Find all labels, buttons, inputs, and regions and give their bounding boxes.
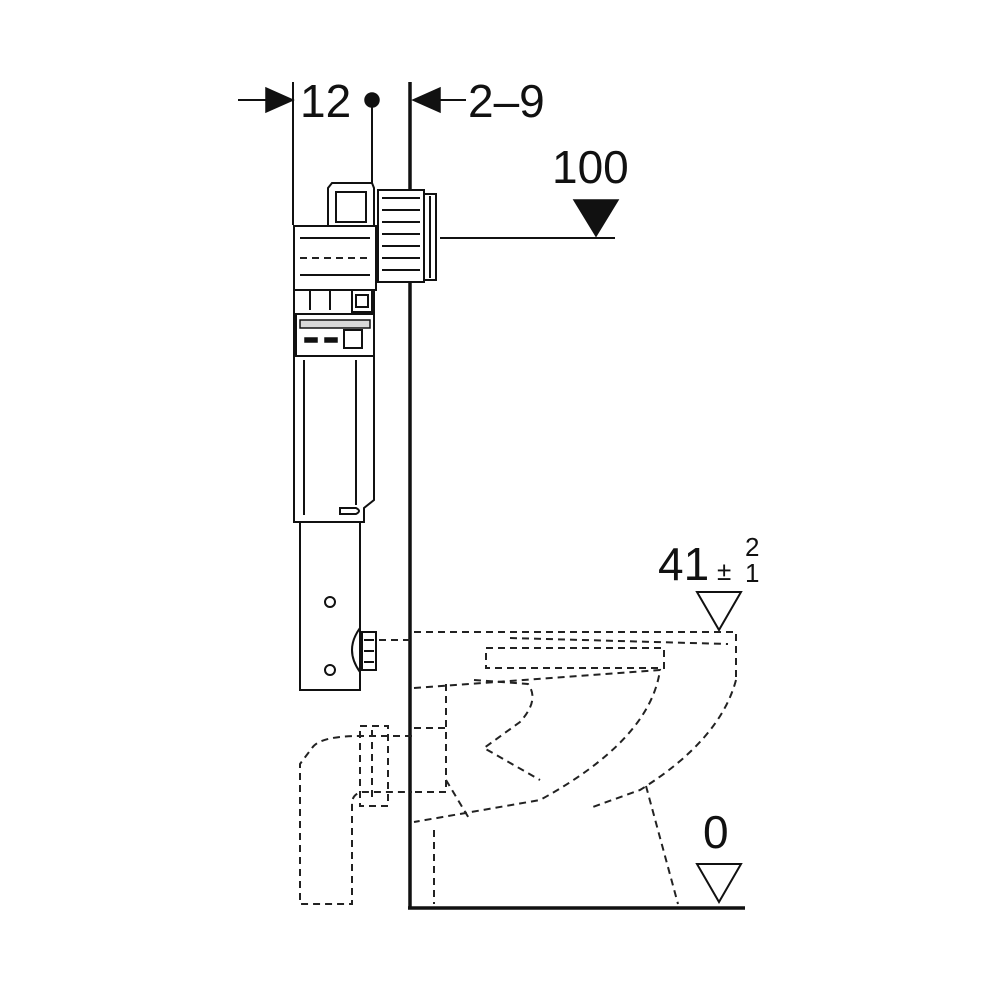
level-triangle-open xyxy=(695,863,743,904)
fixing-hole xyxy=(324,664,336,676)
flush-elbow xyxy=(351,624,361,676)
drain-bend xyxy=(299,735,412,905)
bowl-flush-channel xyxy=(485,647,665,669)
level-triangle-open xyxy=(695,591,743,632)
flush-valve-level-marker: 100 xyxy=(440,141,629,239)
bowl-rim-tolerance-lower: 1 xyxy=(745,558,759,588)
tank-foot-detail xyxy=(339,507,360,515)
bowl-front-contour xyxy=(589,679,737,809)
drain-coupling xyxy=(359,725,389,807)
bracket-slot xyxy=(324,337,338,343)
wall-thickness-dimension: 2–9 xyxy=(411,75,545,127)
wc-bowl-outline xyxy=(378,631,737,905)
concealed-cistern xyxy=(293,182,377,691)
level-triangle-filled xyxy=(572,199,620,238)
flush-button-ring xyxy=(377,189,437,283)
fixing-hole xyxy=(324,596,336,608)
bowl-inner-contour xyxy=(413,668,662,823)
cistern-depth-label: 12 xyxy=(300,75,351,127)
dim-arrowhead-right xyxy=(265,86,295,114)
bowl-rim-tolerance-upper: 2 xyxy=(745,532,759,562)
bowl-rim-height-label: 41 xyxy=(658,538,709,590)
cistern-side-box-inner xyxy=(355,294,369,308)
drain-pipe-outline xyxy=(299,725,412,905)
cistern-tank-body xyxy=(293,355,375,523)
bowl-rim-level-marker: 41 ± 2 1 xyxy=(658,532,759,632)
cap-recess xyxy=(335,191,367,223)
bracket-slot xyxy=(304,337,318,343)
outlet-sleeve xyxy=(414,727,447,793)
wall-thickness-label: 2–9 xyxy=(468,75,545,127)
cistern-depth-dimension: 12 xyxy=(238,75,380,225)
bowl-rim-tolerance-sign: ± xyxy=(717,556,731,586)
flush-valve-height-label: 100 xyxy=(552,141,629,193)
bowl-trap-wall xyxy=(445,684,471,821)
cistern-top-cap xyxy=(327,182,375,227)
bracket-rail xyxy=(299,319,371,329)
floor-level-label: 0 xyxy=(703,806,729,858)
bowl-rim xyxy=(414,631,737,680)
bracket-clamp xyxy=(343,329,363,349)
bowl-trap xyxy=(473,679,541,781)
dim-datum-dot xyxy=(364,92,380,108)
dim-arrowhead-left xyxy=(411,86,441,114)
floor-level-marker: 0 xyxy=(695,806,743,904)
pedestal-front xyxy=(645,785,679,905)
actuator-sleeve xyxy=(377,189,425,283)
bowl-seat-line xyxy=(509,637,729,645)
